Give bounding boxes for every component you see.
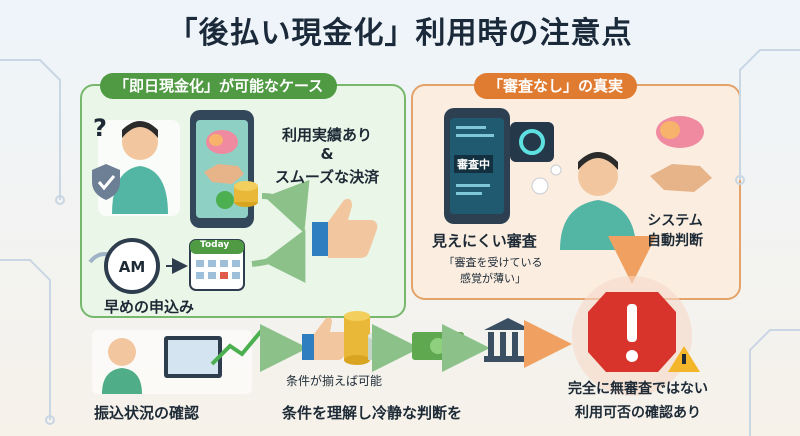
usage-record-amp: & (320, 145, 334, 163)
alarm-clock-text: AM (118, 258, 146, 276)
thought-bubble-icon (531, 164, 562, 195)
feeling-quote-line2: 感覚が薄い」 (460, 272, 526, 285)
shield-check-icon (92, 164, 120, 200)
understand-conditions-label: 条件を理解し冷静な判断を (282, 404, 463, 422)
circuit-decoration (0, 49, 800, 436)
early-application-label: 早めの申込み (104, 298, 195, 316)
handshake-icon (204, 164, 244, 184)
left-panel-heading: 「即日現金化」が可能なケース (100, 73, 338, 99)
transfer-check-label: 振込状況の確認 (94, 404, 200, 422)
thumbs-up-icon (302, 317, 351, 360)
right-panel-heading: 「審査なし」の真実 (474, 73, 638, 99)
coin-stack-icon (344, 311, 388, 365)
eligibility-check-label: 利用可否の確認あり (575, 405, 701, 421)
calendar-text: Today (200, 240, 230, 250)
phone-review-badge: 審査中 (454, 155, 493, 173)
coin-stack-icon (234, 181, 258, 207)
auto-judgment-label: 自動判断 (647, 233, 703, 249)
conditions-met-label: 条件が揃えば可能 (286, 374, 383, 388)
alarm-clock-icon (88, 238, 160, 294)
brain-icon (206, 130, 238, 154)
feeling-quote-line1: 「審査を受けている (443, 256, 543, 269)
check-badge-icon (216, 191, 234, 209)
hidden-review-label: 見えにくい審査 (432, 232, 537, 250)
brain-icon (656, 116, 704, 148)
gear-icon (510, 122, 554, 162)
calendar-icon (189, 239, 245, 291)
thinking-person-illustration (560, 152, 636, 250)
smooth-payment-label: スムーズな決済 (274, 168, 380, 186)
money-icon (412, 332, 464, 360)
bank-icon (484, 318, 532, 362)
usage-record-label: 利用実績あり (281, 126, 372, 144)
system-label: システム (647, 213, 703, 229)
not-no-review-label: 完全に無審査ではない (568, 381, 708, 397)
warning-icon (572, 276, 700, 396)
flow-arrow (261, 179, 310, 234)
thumbs-up-icon (312, 198, 378, 258)
person-illustration (98, 120, 180, 216)
page-title: 「後払い現金化」利用時の注意点 (167, 16, 633, 51)
chart-icon (210, 328, 264, 366)
question-icon: ? (93, 114, 107, 142)
handshake-icon (650, 164, 712, 192)
computer-user-illustration (92, 330, 252, 394)
flow-arrow (251, 229, 306, 283)
